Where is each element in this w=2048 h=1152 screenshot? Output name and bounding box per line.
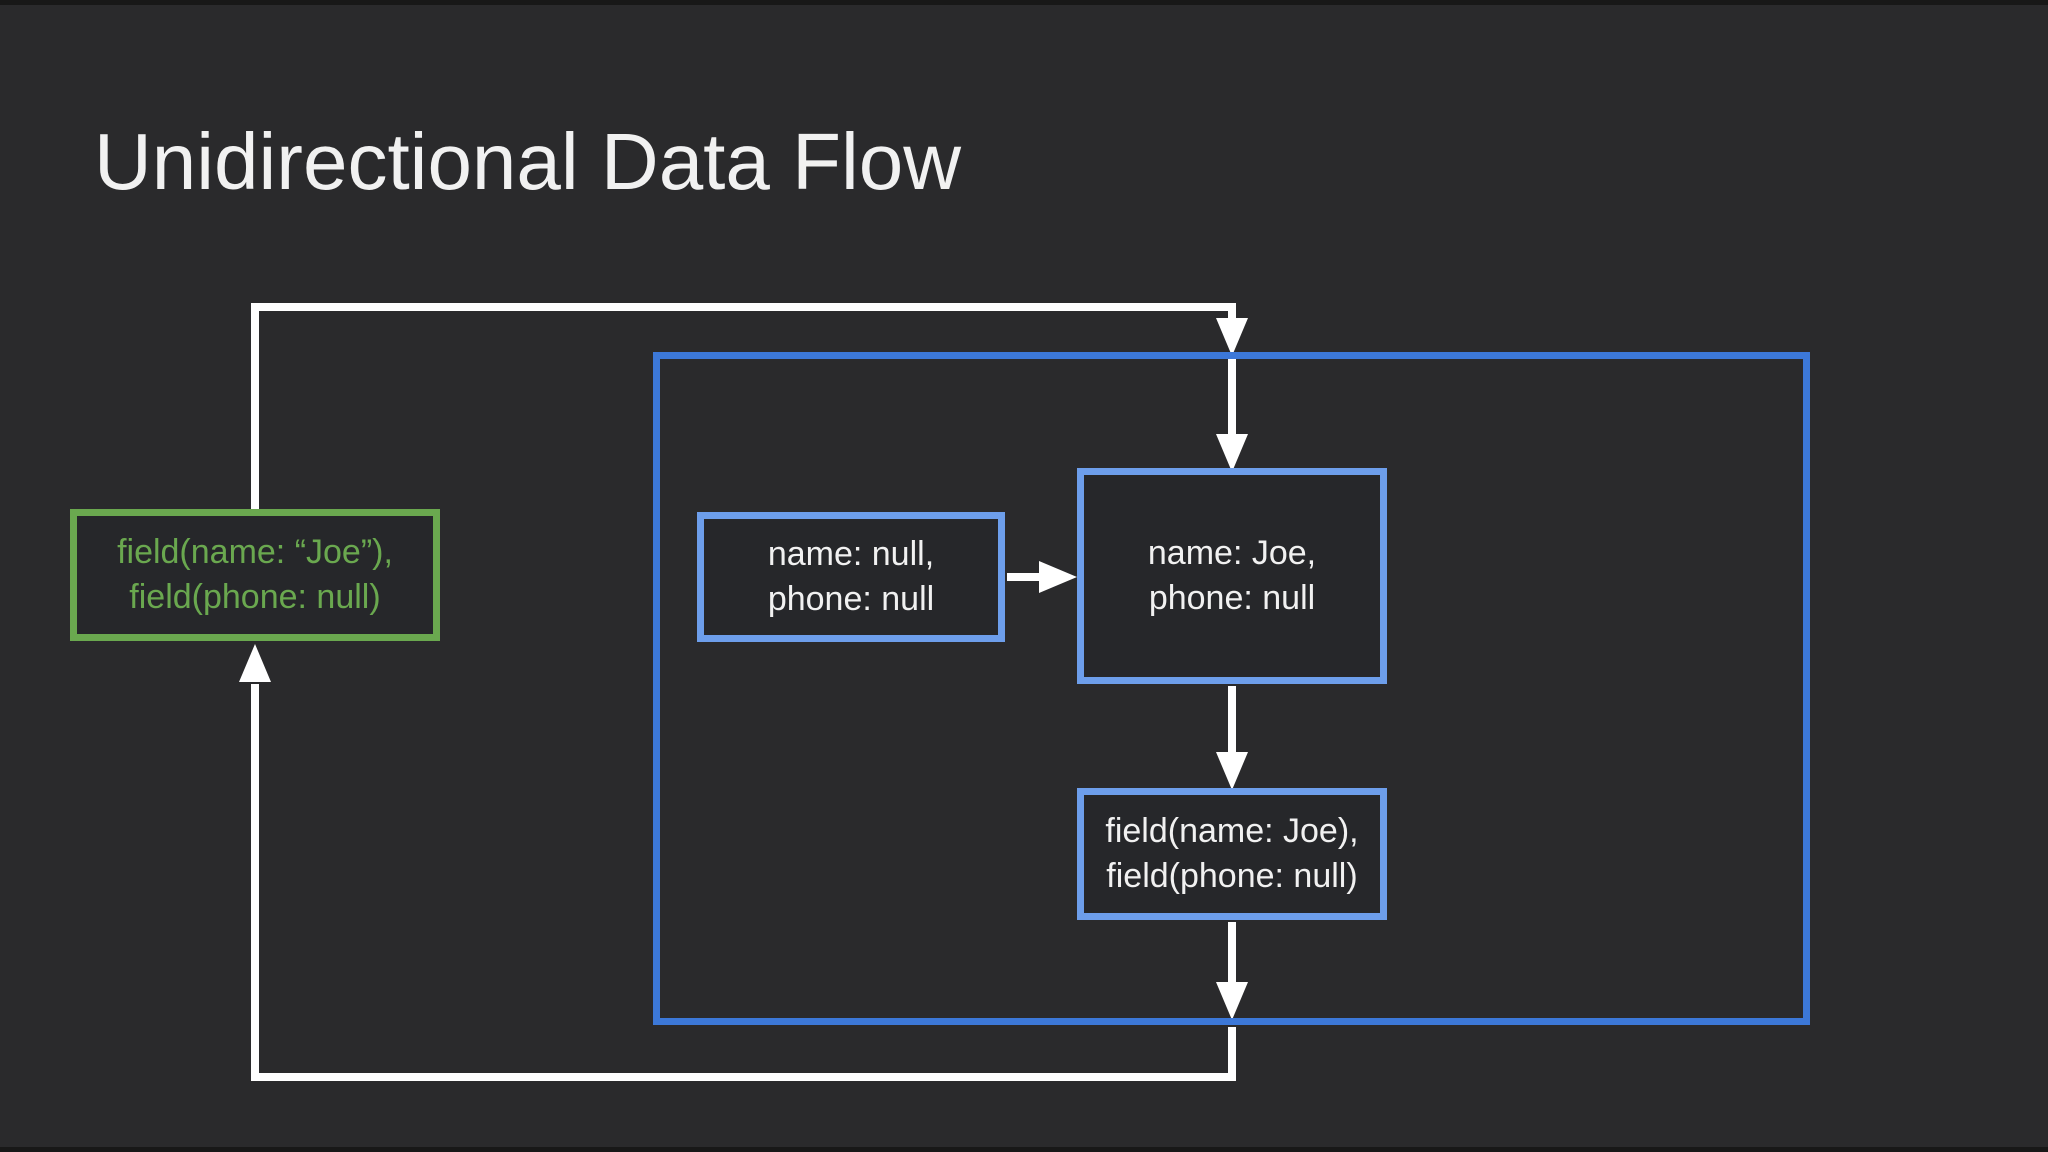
node-external-fields-line1: field(name: “Joe”), xyxy=(117,533,393,571)
arrowhead-into-updated-state xyxy=(1216,434,1248,472)
node-emitted-fields: field(name: Joe), field(phone: null) xyxy=(1077,788,1387,920)
node-initial-state: name: null, phone: null xyxy=(697,512,1005,642)
node-external-fields: field(name: “Joe”), field(phone: null) xyxy=(70,509,440,641)
component-boundary-rect xyxy=(653,352,1810,1025)
node-updated-state-line1: name: Joe, xyxy=(1147,534,1317,572)
letterbox-top xyxy=(0,0,2048,5)
arrowhead-initial-to-updated xyxy=(1039,561,1077,593)
node-emitted-fields-line2: field(phone: null) xyxy=(1106,857,1358,895)
node-initial-state-line2: phone: null xyxy=(767,580,935,618)
slide-title: Unidirectional Data Flow xyxy=(94,117,962,206)
arrowhead-into-emitted-fields xyxy=(1216,752,1248,790)
node-emitted-fields-line1: field(name: Joe), xyxy=(1105,812,1359,850)
loop-top-line xyxy=(251,303,1236,512)
arrowhead-out-of-container xyxy=(1216,982,1248,1020)
node-updated-state: name: Joe, phone: null xyxy=(1077,468,1387,684)
letterbox-bottom xyxy=(0,1147,2048,1152)
node-updated-state-line2: phone: null xyxy=(1148,579,1316,617)
arrowhead-into-container xyxy=(1216,318,1248,356)
loop-bottom-line xyxy=(251,684,1236,1081)
node-external-fields-line2: field(phone: null) xyxy=(129,578,381,616)
arrowhead-into-external-fields xyxy=(239,644,271,682)
node-initial-state-line1: name: null, xyxy=(767,535,935,573)
